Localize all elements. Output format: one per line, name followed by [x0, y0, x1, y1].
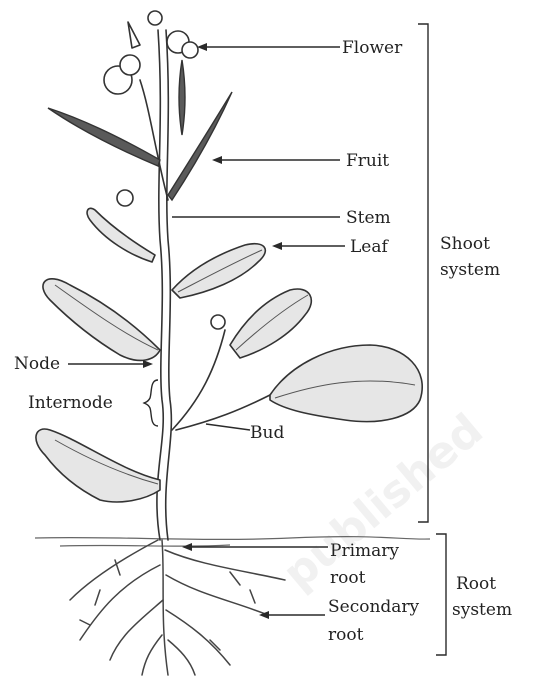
label-root-system-line2: system: [452, 600, 512, 620]
label-flower: Flower: [342, 38, 403, 58]
label-internode: Internode: [28, 393, 113, 413]
label-root-system-line1: Root: [456, 574, 496, 594]
label-secondary-root-line1: Secondary: [328, 597, 420, 617]
label-shoot-system-line1: Shoot: [440, 234, 490, 254]
watermark-text: published: [273, 404, 492, 599]
label-node: Node: [14, 354, 60, 374]
label-primary-root-line2: root: [330, 568, 366, 588]
label-shoot-system-line2: system: [440, 260, 500, 280]
label-stem: Stem: [346, 208, 391, 228]
root-system-drawing: [70, 540, 285, 675]
label-secondary-root-line2: root: [328, 625, 364, 645]
label-leaf: Leaf: [350, 237, 389, 257]
label-primary-root-line1: Primary: [330, 541, 399, 561]
label-bud: Bud: [250, 423, 284, 443]
label-fruit: Fruit: [346, 151, 389, 171]
